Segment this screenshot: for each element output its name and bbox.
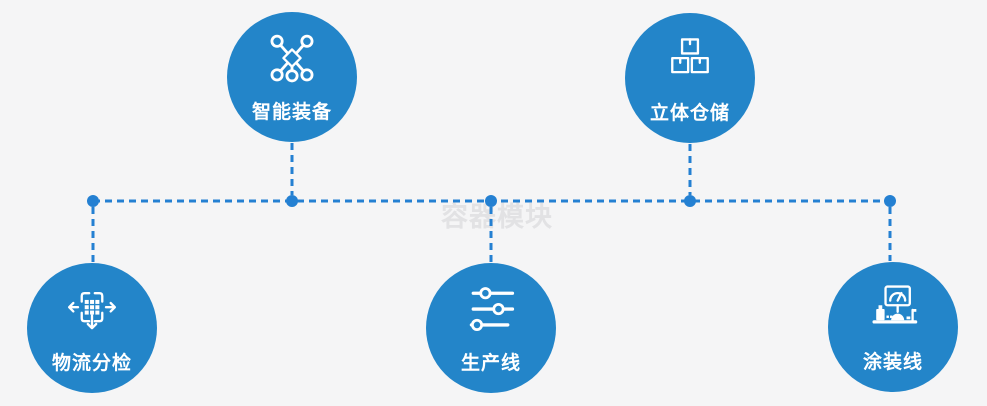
node-warehouse: 立体仓储 [625,13,755,143]
node-label: 生产线 [460,352,521,374]
node-smart-equipment: 智能装备 [227,12,357,142]
network-nodes-icon [264,31,320,87]
stacked-boxes-icon [662,32,718,88]
node-label: 立体仓储 [649,102,730,124]
sliders-icon [463,282,519,338]
machine-monitor-icon [865,281,921,337]
sorting-arrows-icon [64,282,120,338]
node-label: 物流分检 [51,352,132,374]
node-coating-line: 涂装线 [828,262,958,392]
node-production-line: 生产线 [426,263,556,393]
node-label: 涂装线 [862,351,923,373]
node-label: 智能装备 [251,101,332,123]
watermark: 容器模块 [441,202,553,232]
node-logistics-sorting: 物流分检 [27,263,157,393]
